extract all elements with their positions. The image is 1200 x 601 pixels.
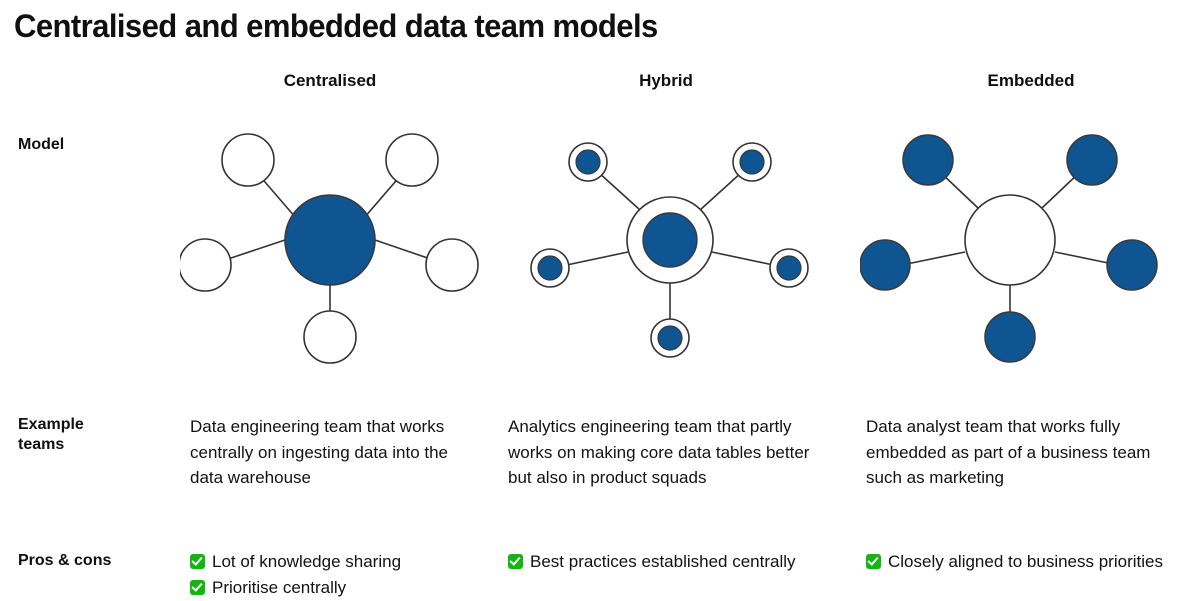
- pros-item-label: Best practices established centrally: [530, 552, 796, 571]
- pros-item: Lot of knowledge sharing: [190, 549, 490, 575]
- satellite-core: [575, 149, 601, 175]
- centralised-hub-and-spoke-diagram: [180, 110, 480, 380]
- row-label-model: Model: [18, 136, 65, 153]
- example-team-hybrid: Analytics engineering team that partly w…: [508, 417, 810, 487]
- column-header-hybrid: Hybrid: [639, 71, 693, 90]
- satellite-node: [221, 133, 275, 187]
- hub-node: [964, 194, 1056, 286]
- satellite-node: [425, 238, 479, 292]
- satellite-core: [537, 255, 563, 281]
- satellite-node: [180, 238, 232, 292]
- pros-cons-centralised: Lot of knowledge sharing Prioritise cent…: [190, 549, 490, 601]
- pros-item-label: Closely aligned to business priorities: [888, 552, 1163, 571]
- check-icon: [508, 554, 523, 569]
- satellite-node: [984, 311, 1036, 363]
- satellite-node: [1066, 134, 1118, 186]
- satellite-core: [739, 149, 765, 175]
- satellite-node: [860, 239, 911, 291]
- pros-item: Closely aligned to business priorities: [866, 549, 1186, 575]
- embedded-hub-and-spoke-diagram: [860, 110, 1160, 380]
- pros-item: Best practices established centrally: [508, 549, 808, 575]
- pros-item-label: Lot of knowledge sharing: [212, 552, 402, 571]
- connector-lines: [561, 171, 779, 322]
- column-header-embedded: Embedded: [987, 71, 1075, 90]
- hub-core: [642, 212, 698, 268]
- satellite-node: [1106, 239, 1158, 291]
- hub-node: [284, 194, 376, 286]
- page-title: Centralised and embedded data team model…: [14, 8, 658, 44]
- satellite-node: [902, 134, 954, 186]
- row-label-pros-cons: Pros & cons: [18, 552, 112, 569]
- check-icon: [190, 579, 205, 595]
- pros-cons-embedded: Closely aligned to business priorities: [866, 549, 1186, 575]
- check-icon: [190, 554, 205, 569]
- satellite-core: [776, 255, 802, 281]
- column-header-centralised: Centralised: [283, 71, 377, 90]
- satellite-core: [657, 325, 683, 351]
- pros-item: Prioritise centrally: [190, 575, 490, 601]
- satellite-node: [385, 133, 439, 187]
- example-team-centralised: Data engineering team that works central…: [190, 417, 449, 487]
- pros-cons-hybrid: Best practices established centrally: [508, 549, 808, 575]
- hybrid-hub-and-spoke-diagram: [520, 110, 820, 380]
- pros-item-label: Prioritise centrally: [212, 577, 347, 597]
- satellite-node: [303, 310, 357, 364]
- example-team-embedded: Data analyst team that works fully embed…: [866, 417, 1151, 487]
- check-icon: [866, 554, 881, 569]
